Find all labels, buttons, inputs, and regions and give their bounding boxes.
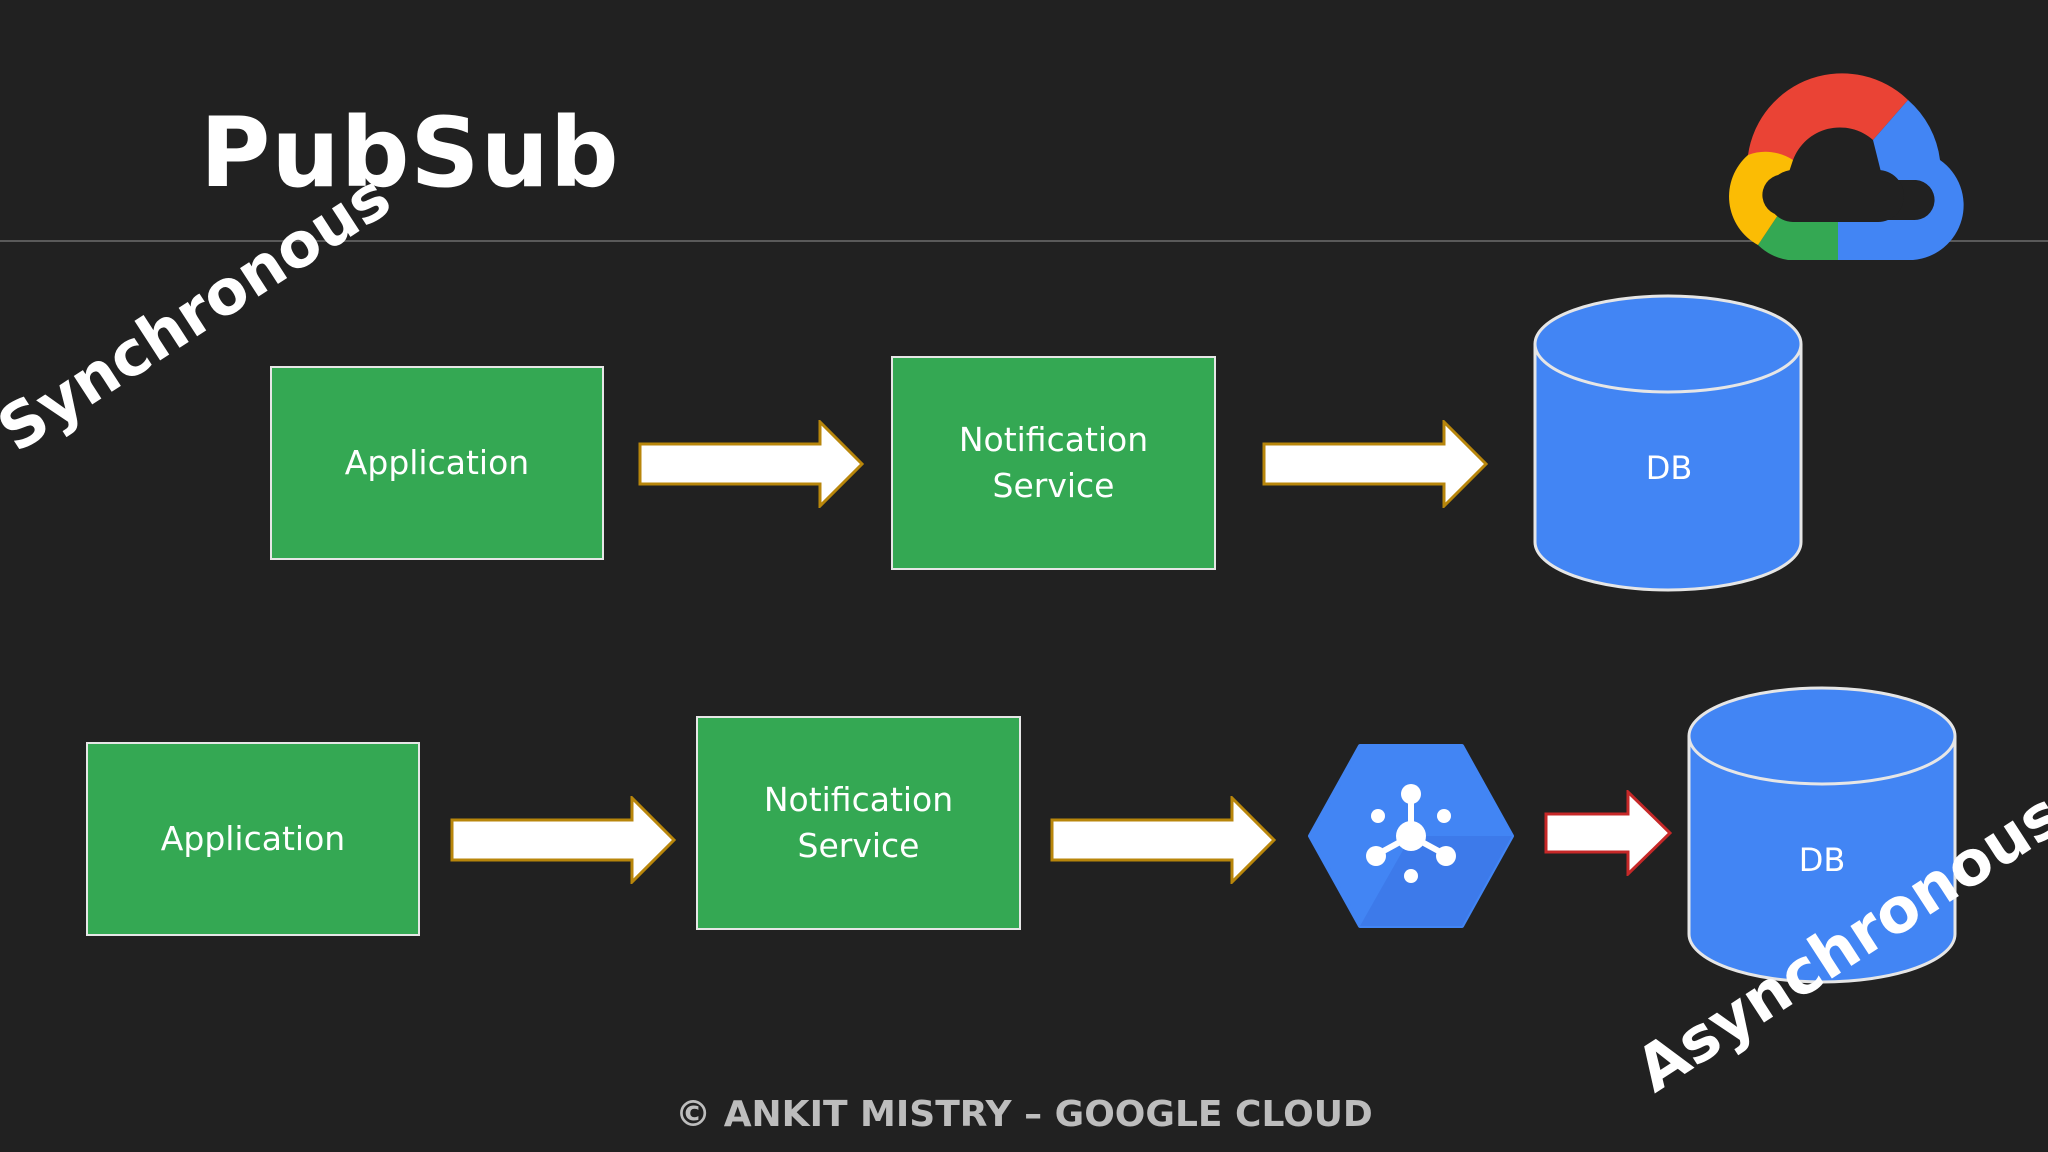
sync-application-box: Application [270, 366, 604, 560]
copyright-footer: © ANKIT MISTRY – GOOGLE CLOUD [675, 1094, 1373, 1135]
sync-db-cylinder-icon [1533, 294, 1803, 592]
sync-arrow-2-icon [1262, 420, 1488, 508]
async-application-box: Application [86, 742, 420, 936]
pubsub-hexagon-icon [1308, 744, 1514, 928]
sync-db-label: DB [1645, 449, 1693, 487]
sync-notification-service-box: Notification Service [891, 356, 1216, 570]
async-db-cylinder-icon [1687, 686, 1957, 984]
async-arrow-2-icon [1050, 796, 1276, 884]
async-db-label: DB [1798, 841, 1846, 879]
async-arrow-3-icon [1544, 790, 1672, 876]
sync-arrow-1-icon [638, 420, 864, 508]
async-notification-service-box: Notification Service [696, 716, 1021, 930]
title-divider [0, 240, 2048, 242]
async-arrow-1-icon [450, 796, 676, 884]
google-cloud-logo-icon [1729, 73, 1964, 260]
slide-title: PubSub [200, 97, 620, 209]
